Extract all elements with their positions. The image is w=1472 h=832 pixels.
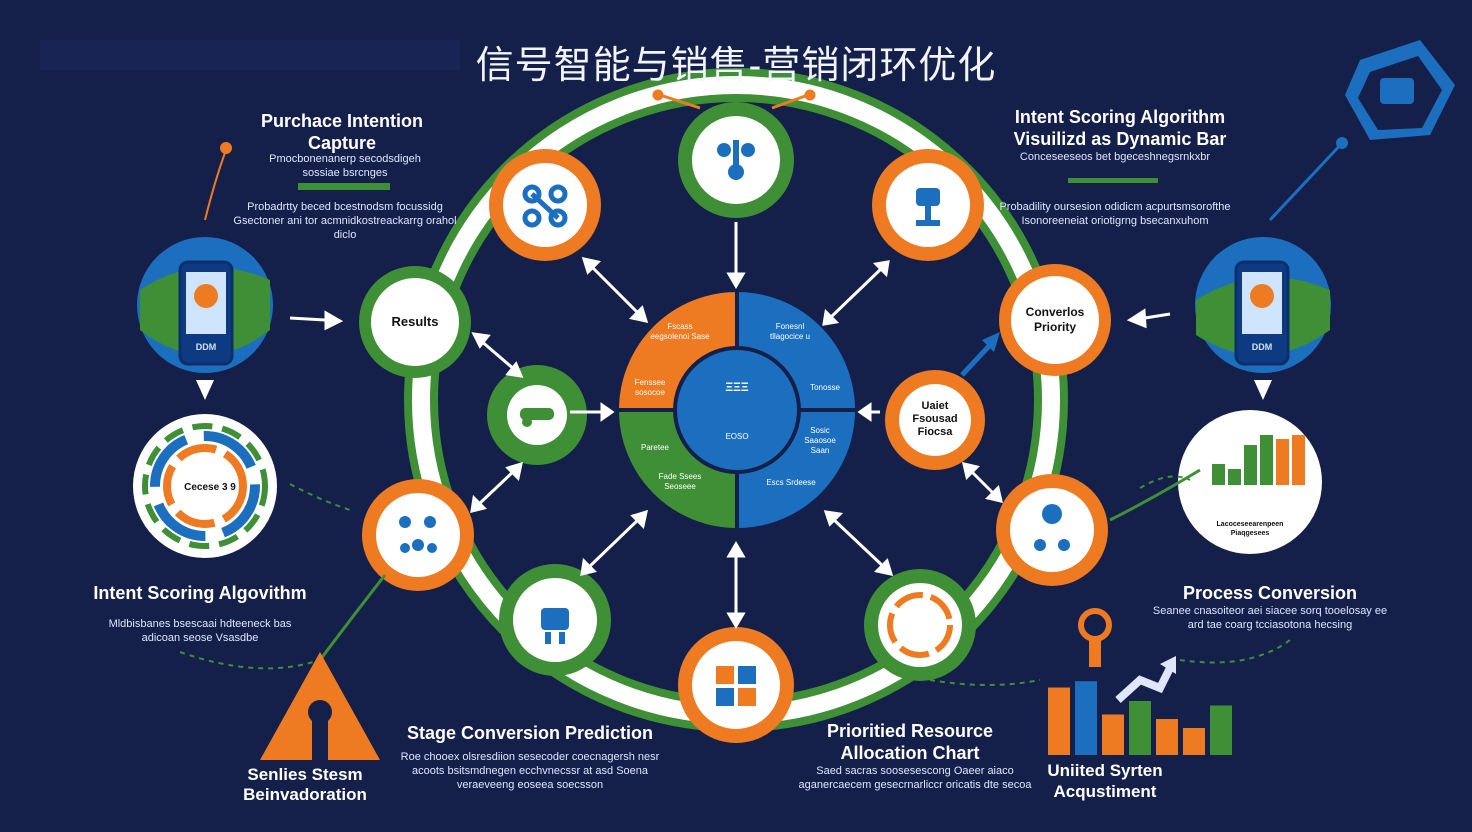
title-banner <box>40 40 460 70</box>
growth-bar-1 <box>1075 681 1097 755</box>
bottom-right-desc: Saed sacras soosesescong Oaeer aiaco aga… <box>798 765 1032 791</box>
mid-right-heading: Process Conversion <box>1182 583 1358 603</box>
right-phone-circle[interactable] <box>1195 237 1331 373</box>
ring-node-top-right[interactable] <box>872 149 984 261</box>
network-icon <box>717 140 755 180</box>
pie-label-0: Fscass eegsolenoi Sase <box>650 322 710 341</box>
growth-bar-4 <box>1156 719 1178 755</box>
ring-node-bottom[interactable] <box>678 627 794 743</box>
warning-triangle <box>260 652 380 760</box>
puzzle-icon <box>716 666 756 706</box>
top-left-heading: Purchace Intention Capture <box>260 111 424 153</box>
pie-label-5: Sosic Saaosoe Saan <box>804 426 836 455</box>
inner-node-left[interactable] <box>487 365 587 465</box>
conversion-priority-label: Converlos Priority <box>1025 305 1085 334</box>
phone-left-label: DDM <box>195 342 217 352</box>
core-sub: EOSO <box>725 432 749 441</box>
left-phone-circle[interactable] <box>137 237 273 373</box>
top-right-heading: Intent Scoring Algorithm Visuilizd as Dy… <box>1013 107 1227 149</box>
solid-connectors <box>318 468 1201 661</box>
bottom-left-label: Senlies Stesm Beinvadoration <box>243 765 367 804</box>
underline-right <box>1068 178 1158 183</box>
mid-left-heading: Intent Scoring Algovithm <box>93 583 307 603</box>
location-icon <box>1034 504 1070 551</box>
phone-right-label: DDM <box>1251 342 1273 352</box>
down-arrow-right <box>1254 380 1272 400</box>
people-icon <box>399 516 437 553</box>
ring-node-bottom-right[interactable] <box>864 569 976 681</box>
right-bar-circle[interactable] <box>1178 410 1322 554</box>
ring-node-left-lower[interactable] <box>362 479 474 591</box>
handshake-icon <box>520 408 554 427</box>
right-bar-4 <box>1276 439 1289 485</box>
ring-node-top[interactable] <box>678 102 794 218</box>
mid-right-desc: Seanee cnasoiteor aei siacee sorq tooelo… <box>1152 605 1388 631</box>
bottom-far-right-label: Uniited Syrten Acqustiment <box>1047 761 1163 801</box>
core-text: ΞΞΞ <box>725 380 749 394</box>
pie-label-7: Escs Srdeese <box>766 478 816 487</box>
mid-left-desc: Mldbisbanes bsescaai hdteeneck bas adico… <box>108 618 292 644</box>
right-bar-0 <box>1212 464 1225 485</box>
growth-bar-5 <box>1183 728 1205 755</box>
pin-icon <box>204 142 232 221</box>
underline-left <box>298 183 390 190</box>
pie-label-4: Paretee <box>640 443 670 452</box>
blue-arrow <box>960 332 1000 377</box>
right-bar-chart <box>1212 435 1305 485</box>
ring-node-conversion-priority[interactable] <box>999 264 1111 376</box>
ring-node-top-left[interactable] <box>489 149 601 261</box>
bottom-center-desc: Roe chooex olsresdiion sesecoder coecnag… <box>400 751 660 791</box>
bottom-right-heading: Prioritied Resource Allocation Chart <box>826 721 994 763</box>
top-left-desc: Probadrtty beced bcestnodsm focussidg Gs… <box>233 201 457 241</box>
pie-label-2: Fenssee sosocoe <box>634 378 666 397</box>
robot-icon <box>541 608 569 644</box>
flow-arrows <box>289 222 1171 629</box>
growth-chart-decor <box>1078 608 1176 703</box>
growth-bar-0 <box>1048 687 1070 755</box>
right-bar-1 <box>1228 469 1241 485</box>
ring-node-right-lower[interactable] <box>996 474 1108 586</box>
pie-label-6: Fade Ssees Seoseee <box>658 472 702 491</box>
right-bar-5 <box>1292 435 1305 485</box>
bar-panel-label: Lacoceseearenpeen Piaqgesees <box>1216 521 1284 537</box>
molecule-icon <box>522 184 568 228</box>
unified-focus-label: Uaiet Fsousad Fiocsa <box>912 400 958 438</box>
trophy-icon <box>916 188 940 226</box>
top-right-sub: Conceseeseos bet bgeceshnegsrnkxbr <box>1019 151 1211 163</box>
hexagon-badge <box>1268 40 1455 222</box>
antenna-icon <box>652 89 816 110</box>
center-core <box>673 346 801 474</box>
ring-node-bottom-left[interactable] <box>499 564 611 676</box>
pie-label-3: Tonosse <box>810 383 840 392</box>
results-label: Results <box>391 314 439 329</box>
bottom-center-heading: Stage Conversion Prediction <box>406 723 654 743</box>
growth-bar-6 <box>1210 705 1232 755</box>
ring-node-results[interactable] <box>359 266 471 378</box>
top-left-sub: Pmocbonenanerp secodsdigeh sossiae bsrcn… <box>269 153 421 179</box>
pie-label-1: Fonesnl tllagocice u <box>769 322 811 341</box>
inner-node-right[interactable] <box>885 370 985 470</box>
growth-bar-3 <box>1129 701 1151 755</box>
page-title: 信号智能与销售-营销闭环优化 <box>475 45 997 87</box>
left-donut-circle[interactable] <box>133 414 277 558</box>
growth-bar-chart <box>1048 681 1232 755</box>
right-bar-3 <box>1260 435 1273 485</box>
growth-bar-2 <box>1102 714 1124 755</box>
down-arrow-left <box>196 380 214 400</box>
top-right-desc: Probadility oursesion odidicm acpurtsmso… <box>999 201 1231 227</box>
right-bar-2 <box>1244 445 1257 485</box>
dashed-connectors <box>179 475 1291 686</box>
donut-left-label: Cecese 3 9 <box>184 482 236 493</box>
